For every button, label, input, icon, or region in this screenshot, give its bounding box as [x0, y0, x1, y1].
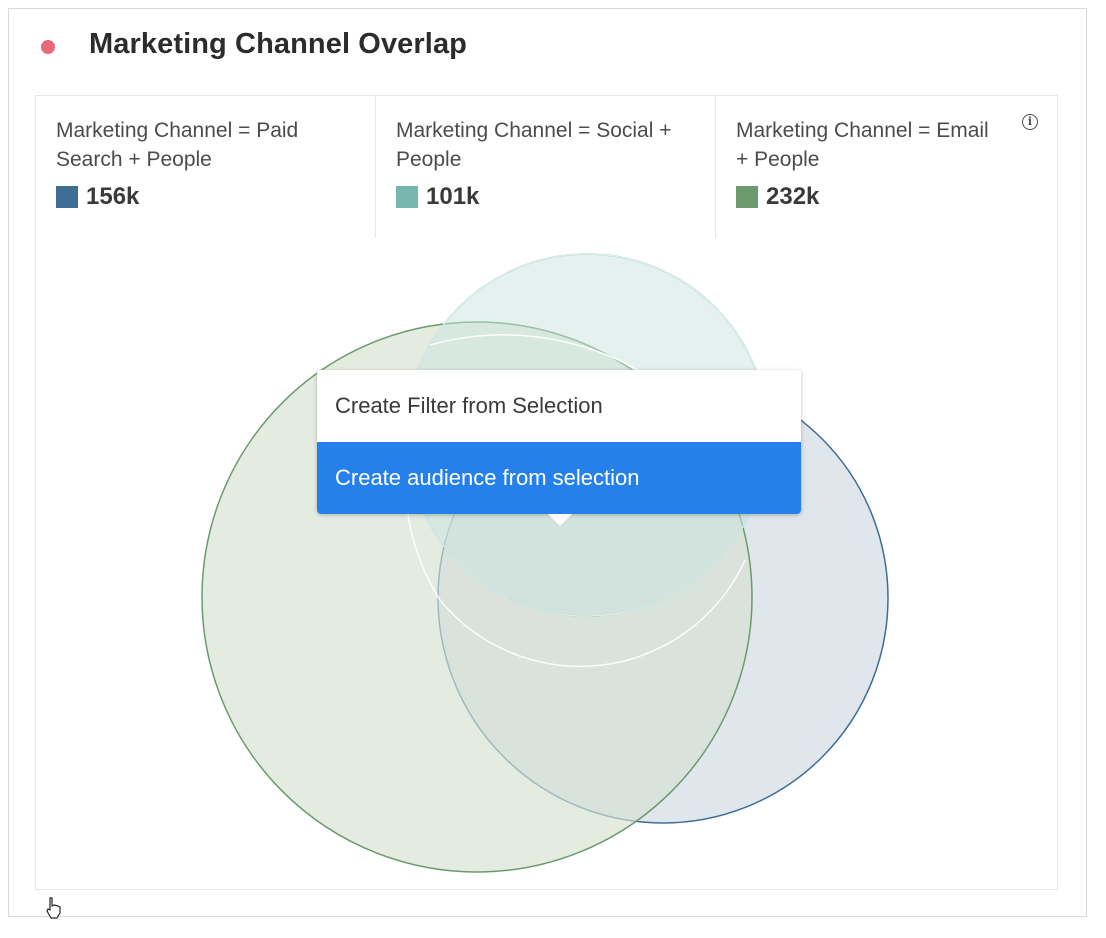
- menu-item-create-audience[interactable]: Create audience from selection: [317, 442, 801, 514]
- legend-swatch: [396, 186, 418, 208]
- legend-value: 101k: [426, 183, 480, 210]
- legend-value: 232k: [766, 183, 820, 210]
- panel-title: Marketing Channel Overlap: [89, 28, 467, 60]
- status-dot: [41, 40, 55, 54]
- legend-item-social[interactable]: Marketing Channel = Social + People 101k: [376, 96, 716, 238]
- context-menu: Create Filter from Selection Create audi…: [317, 370, 801, 526]
- legend-label: Marketing Channel = Email + People: [736, 119, 989, 171]
- hand-pointer-icon: [46, 897, 61, 919]
- legend-label: Marketing Channel = Paid Search + People: [56, 119, 299, 171]
- legend-item-email[interactable]: Marketing Channel = Email + People 232k: [716, 96, 1016, 238]
- menu-pointer: [548, 514, 572, 526]
- info-icon[interactable]: i: [1022, 114, 1038, 130]
- legend-swatch: [56, 186, 78, 208]
- legend-label: Marketing Channel = Social + People: [396, 119, 672, 171]
- legend-value: 156k: [86, 183, 140, 210]
- legend-swatch: [736, 186, 758, 208]
- menu-item-create-filter[interactable]: Create Filter from Selection: [335, 393, 603, 418]
- visualization-area: [35, 95, 1058, 890]
- legend-item-paid-search[interactable]: Marketing Channel = Paid Search + People…: [36, 96, 376, 238]
